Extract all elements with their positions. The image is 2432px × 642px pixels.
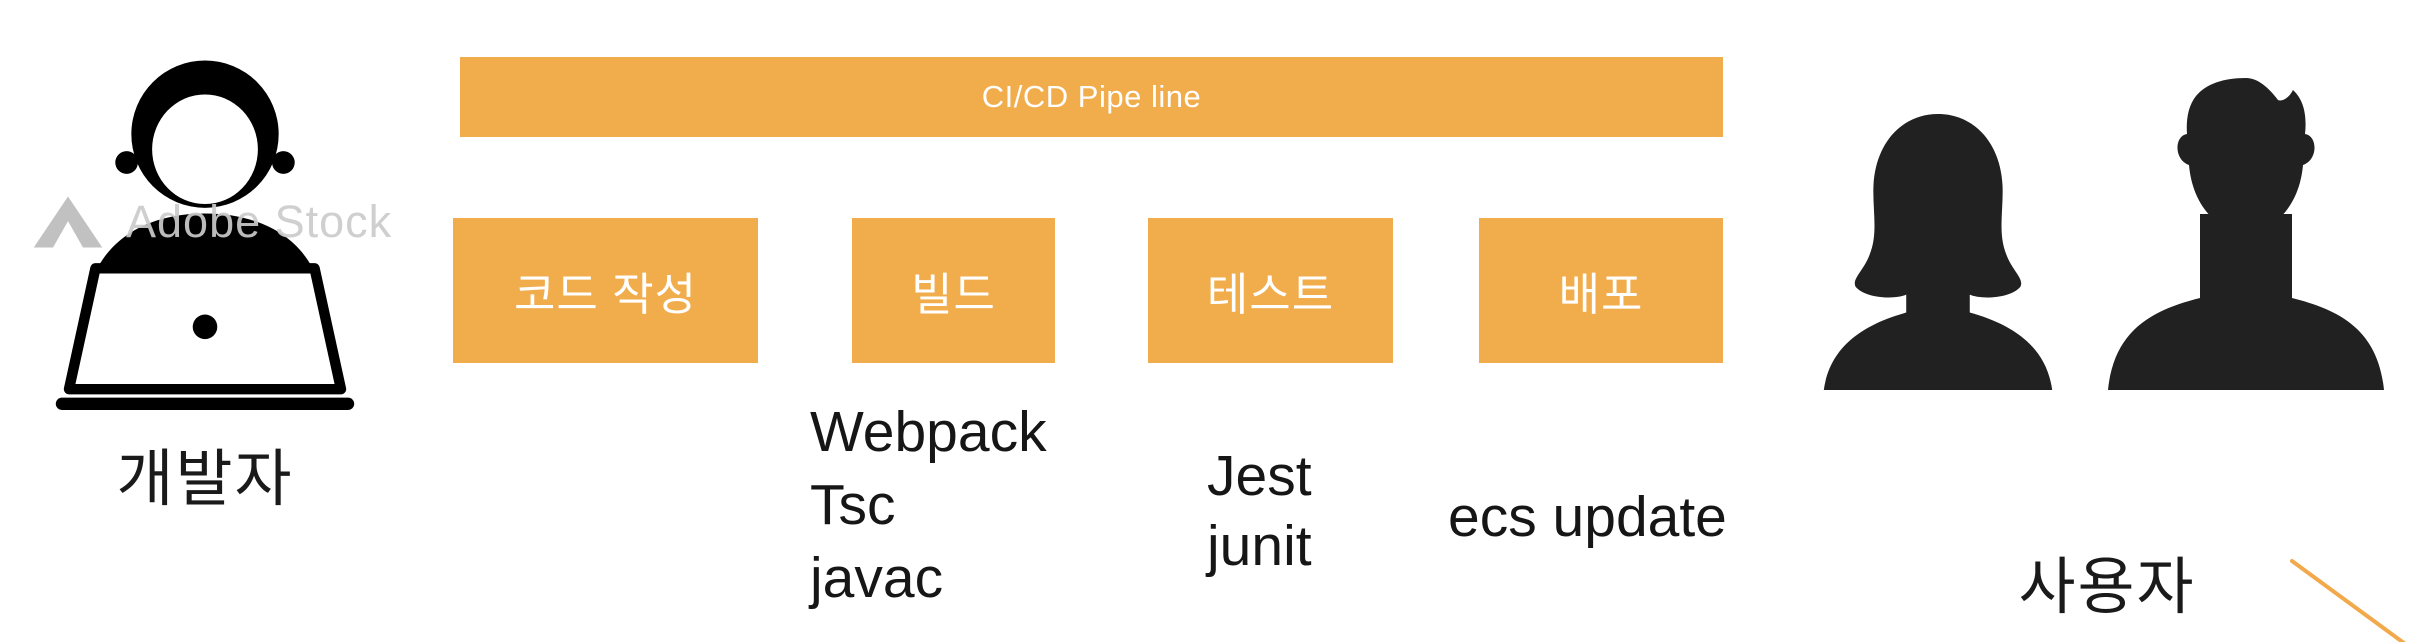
stage-label: 테스트 bbox=[1206, 269, 1335, 320]
user-silhouette-woman-icon bbox=[1805, 110, 2071, 391]
stage-box-build: 빌드 bbox=[852, 218, 1055, 363]
test-tool-item: Jest bbox=[1207, 444, 1312, 508]
user-silhouette-man-icon bbox=[2088, 76, 2404, 390]
stage-label: 코드 작성 bbox=[513, 269, 698, 320]
developer-label: 개발자 bbox=[116, 445, 294, 514]
deploy-tools-list: ecs update bbox=[1448, 486, 1727, 548]
stage-box-test: 테스트 bbox=[1148, 218, 1393, 363]
build-tool-item: javac bbox=[810, 546, 944, 610]
build-tool-item: Tsc bbox=[810, 473, 896, 537]
build-tool-item: Webpack bbox=[810, 400, 1047, 464]
pipeline-banner-label: CI/CD Pipe line bbox=[981, 79, 1202, 114]
test-tools-list: Jest junit bbox=[1207, 441, 1312, 581]
corner-diagonal-line bbox=[2290, 559, 2406, 642]
deploy-tool-item: ecs update bbox=[1448, 485, 1727, 549]
stage-label: 빌드 bbox=[911, 269, 996, 320]
users-label: 사용자 bbox=[2018, 553, 2196, 622]
stage-box-code-writing: 코드 작성 bbox=[453, 218, 758, 363]
developer-at-laptop-icon bbox=[35, 26, 375, 418]
stage-label: 배포 bbox=[1558, 269, 1644, 320]
test-tool-item: junit bbox=[1207, 514, 1312, 578]
build-tools-list: Webpack Tsc javac bbox=[810, 396, 1047, 615]
stage-box-deploy: 배포 bbox=[1479, 218, 1723, 363]
pipeline-banner: CI/CD Pipe line bbox=[460, 57, 1723, 137]
